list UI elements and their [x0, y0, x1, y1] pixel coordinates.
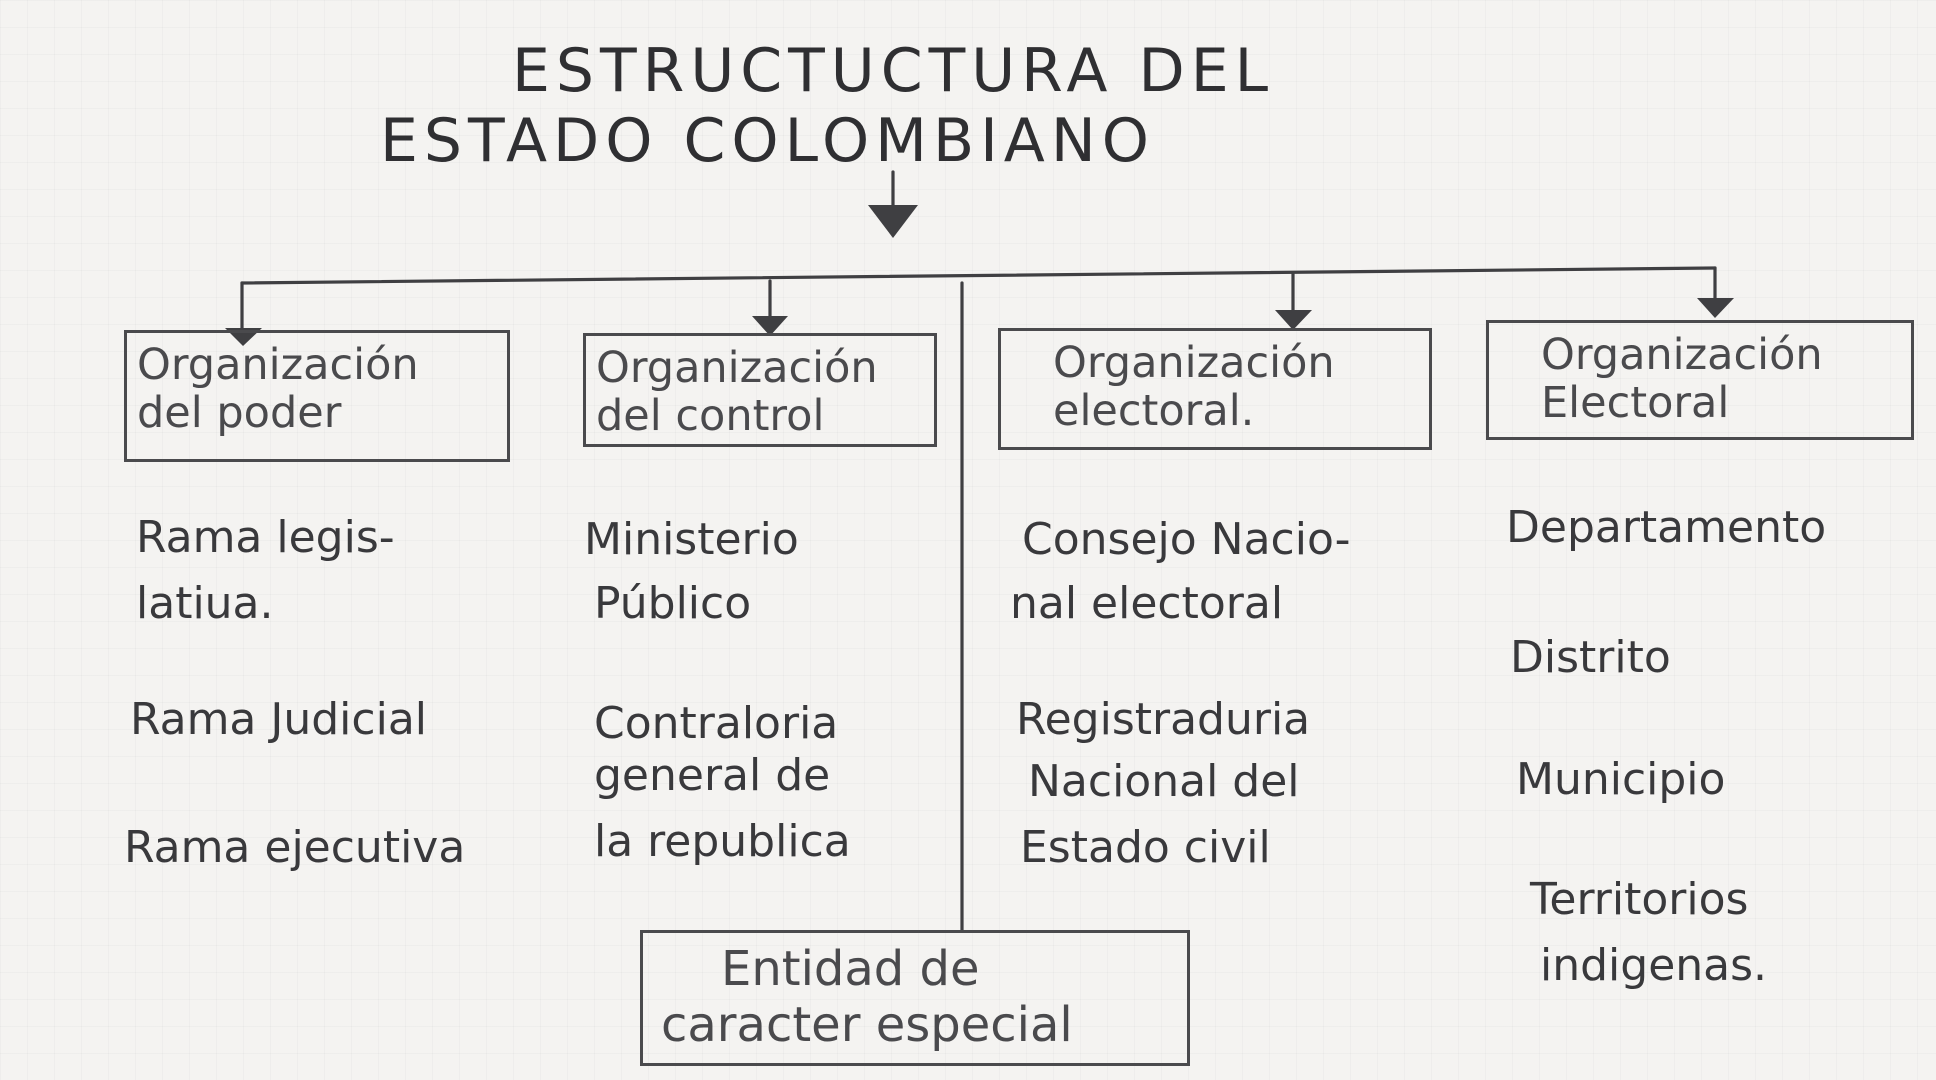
- box-organizacion-electoral: Organización electoral.: [998, 328, 1432, 450]
- drop-arrow-control: [752, 316, 788, 336]
- diagram-title: ESTRUCTUCTURA DEL ESTADO COLOMBIANO: [380, 36, 1280, 176]
- box-entidad-especial: Entidad de caracter especial: [640, 930, 1190, 1066]
- list-item: Registraduria: [1016, 694, 1311, 745]
- list-item: Rama ejecutiva: [124, 822, 466, 873]
- list-item: Distrito: [1510, 632, 1671, 683]
- box-label-line: del control: [596, 391, 825, 441]
- main-horizontal-line: [240, 266, 1717, 285]
- box-organizacion-del-control: Organización del control: [583, 333, 937, 447]
- box-label-line: del poder: [137, 388, 342, 438]
- box-label-line: Organización: [1541, 330, 1823, 380]
- list-item: la republica: [594, 816, 851, 867]
- list-item: Estado civil: [1020, 822, 1271, 873]
- list-item: Público: [594, 578, 752, 629]
- title-line-2: ESTADO COLOMBIANO: [380, 106, 1155, 176]
- list-item: Ministerio: [584, 514, 799, 565]
- list-item: Contraloria: [594, 698, 839, 749]
- list-item: Municipio: [1516, 754, 1726, 805]
- box-label-line: caracter especial: [661, 997, 1073, 1053]
- list-item: indigenas.: [1540, 940, 1768, 991]
- list-item: latiua.: [136, 578, 274, 629]
- box-label-line: Entidad de: [721, 941, 980, 997]
- list-item: Rama legis-: [136, 512, 395, 563]
- list-item: Rama Judicial: [130, 694, 427, 745]
- list-item: Consejo Nacio-: [1022, 514, 1351, 565]
- drop-arrow-territorial: [1697, 298, 1734, 318]
- box-label-line: Organización: [596, 343, 878, 393]
- drop-arrow-electoral: [1275, 310, 1312, 330]
- list-item: general de: [594, 750, 831, 801]
- list-item: nal electoral: [1010, 578, 1284, 629]
- title-line-1: ESTRUCTUCTURA DEL: [512, 36, 1275, 106]
- list-item: Departamento: [1506, 502, 1827, 553]
- list-item: Territorios: [1530, 874, 1749, 925]
- box-label-line: electoral.: [1053, 386, 1255, 436]
- box-label-line: Organización: [1053, 338, 1335, 388]
- box-organizacion-del-poder: Organización del poder: [124, 330, 510, 462]
- title-arrow-head: [868, 205, 918, 238]
- box-label-line: Electoral: [1541, 378, 1730, 428]
- box-label-line: Organización: [137, 340, 419, 390]
- box-organizacion-territorial: Organización Electoral: [1486, 320, 1914, 440]
- list-item: Nacional del: [1028, 756, 1300, 807]
